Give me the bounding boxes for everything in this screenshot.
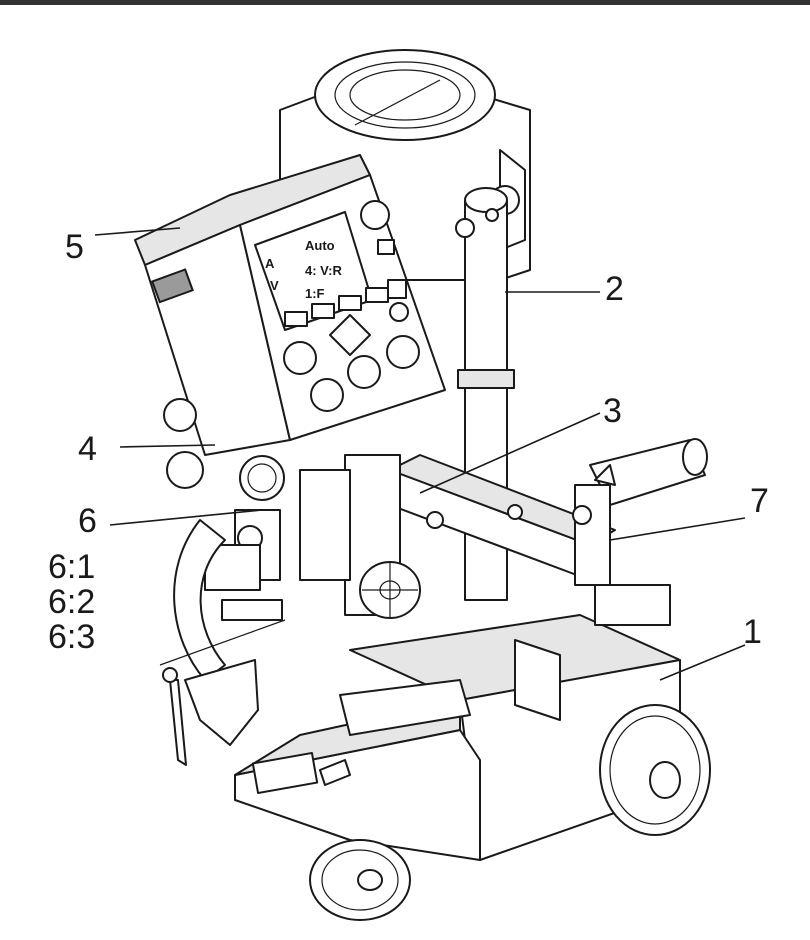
top-border [0, 0, 810, 5]
callout-5: 5 [65, 228, 84, 266]
torch-assembly [160, 399, 285, 765]
panel-button-2[interactable] [312, 304, 334, 318]
callout-7: 7 [750, 482, 769, 520]
panel-button-side-1[interactable] [388, 280, 406, 298]
callout-3: 3 [603, 392, 622, 430]
panel-label-a: A [265, 256, 275, 271]
knob-top[interactable] [361, 201, 389, 229]
callout-1: 1 [743, 613, 762, 651]
leader-3 [420, 413, 600, 493]
panel-button-side-2[interactable] [390, 303, 408, 321]
panel-button-3[interactable] [339, 296, 361, 310]
callout-6-2: 6:2 [48, 583, 95, 621]
panel-button-4[interactable] [366, 288, 388, 302]
knob-left[interactable] [284, 342, 316, 374]
handle [573, 439, 707, 585]
callout-6: 6 [78, 502, 97, 540]
handwheel [360, 562, 420, 618]
leader-7 [610, 518, 745, 540]
panel-label-vr: 4: V:R [305, 263, 342, 278]
knob-bottom-middle[interactable] [348, 356, 380, 388]
carriage-base [235, 585, 680, 860]
callout-6-3: 6:3 [48, 618, 95, 656]
knob-bottom-left[interactable] [311, 379, 343, 411]
panel-label-auto: Auto [305, 238, 335, 253]
panel-label-v: V [270, 278, 279, 293]
callout-4: 4 [78, 430, 97, 468]
knob-bottom-right[interactable] [387, 336, 419, 368]
callout-6-1: 6:1 [48, 548, 95, 586]
panel-button-1[interactable] [285, 312, 307, 326]
leader-4 [120, 445, 215, 447]
cross-slide [300, 455, 615, 615]
panel-button-side-3[interactable] [378, 240, 394, 254]
panel-label-f: 1:F [305, 286, 325, 301]
callout-2: 2 [605, 270, 624, 308]
